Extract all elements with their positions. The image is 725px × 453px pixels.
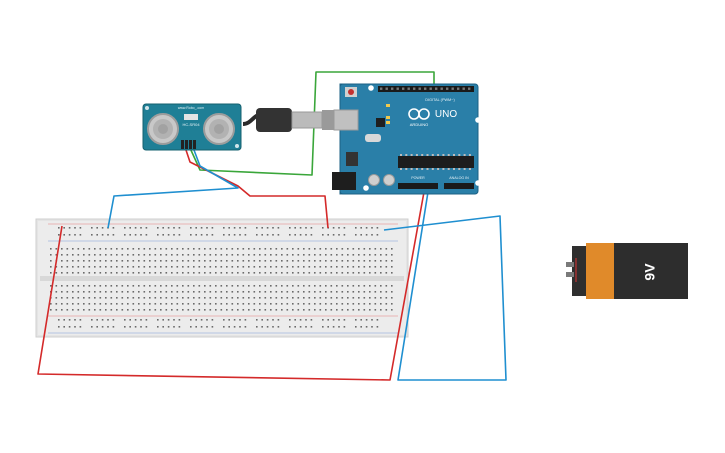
sensor-crystal — [184, 114, 198, 120]
capacitor-1 — [368, 174, 380, 186]
battery-9v[interactable]: 9V — [566, 243, 688, 299]
led-tx — [386, 116, 390, 119]
battery-body-black — [614, 243, 688, 299]
usb-cable[interactable] — [242, 108, 336, 132]
sensor-transducer-right — [203, 113, 235, 145]
analog-header-label: ANALOG IN — [449, 176, 469, 180]
sensor-brand-label: www.Robo_.com — [178, 106, 204, 110]
voltage-regulator — [346, 152, 358, 166]
arduino-model-label: UNO — [435, 109, 457, 120]
breadboard-channel — [40, 276, 404, 281]
arduino-uno[interactable]: DIGITAL (PWM~) ARDUINO UNO POWER AN — [332, 83, 481, 195]
blue-wire-ground[interactable] — [383, 191, 507, 381]
crystal-oscillator — [365, 134, 381, 142]
battery-terminal-cap — [572, 246, 586, 296]
red-wire-power[interactable] — [37, 191, 425, 381]
sensor-transducer-left — [147, 113, 179, 145]
battery-body-copper — [586, 243, 614, 299]
arduino-logo-text: ARDUINO — [410, 122, 428, 127]
sensor-model-label: HC-SR04 — [182, 122, 200, 127]
reset-button-cap[interactable] — [348, 89, 354, 95]
ultrasonic-sensor[interactable]: www.Robo_.com HC-SR04 — [142, 103, 242, 151]
digital-header[interactable] — [378, 86, 474, 92]
red-wire-sensor[interactable] — [185, 149, 329, 229]
led-l — [386, 104, 390, 107]
arduino-logo: ARDUINO — [408, 108, 430, 127]
breadboard-holes[interactable] — [50, 227, 393, 328]
power-header[interactable] — [398, 183, 438, 189]
breadboard[interactable] — [35, 218, 409, 338]
led-rx — [386, 121, 390, 124]
arduino-usb-port[interactable] — [333, 109, 359, 131]
usb-chip — [376, 118, 385, 127]
blue-wire-sensor[interactable] — [107, 149, 239, 229]
power-header-label: POWER — [411, 176, 425, 180]
analog-header[interactable] — [444, 183, 474, 189]
battery-terminal-negative[interactable] — [566, 272, 574, 277]
arduino-power-jack[interactable] — [332, 172, 356, 190]
sensor-pins[interactable] — [181, 140, 196, 149]
battery-terminal-positive[interactable] — [566, 262, 574, 267]
atmega-chip — [398, 154, 474, 170]
capacitor-2 — [383, 174, 395, 186]
battery-label: 9V — [642, 263, 658, 281]
digital-header-label: DIGITAL (PWM~) — [425, 98, 455, 102]
